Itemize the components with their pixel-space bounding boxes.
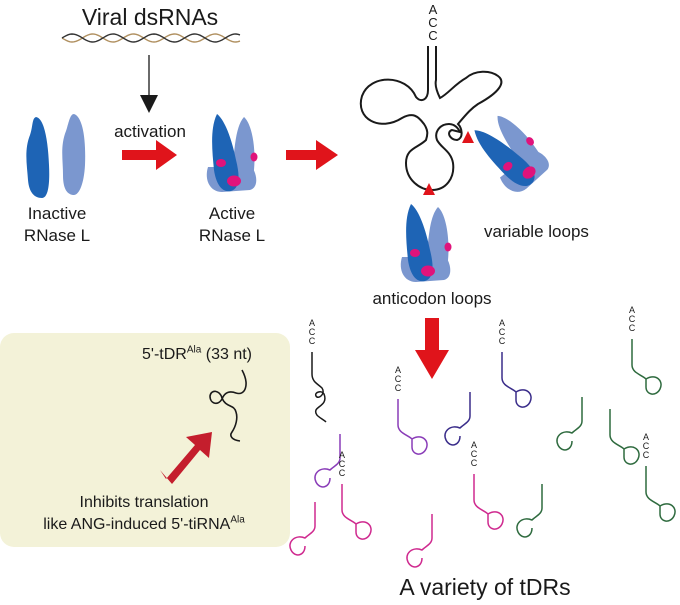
tdr-fragment-icon: ACC <box>471 440 504 530</box>
fragment-acc-letter: A <box>471 440 477 450</box>
fragment-acc-letter: C <box>643 441 650 451</box>
fragment-strand <box>556 397 583 451</box>
fragment-red-arrow <box>415 318 449 379</box>
fragment-acc-letter: A <box>339 450 345 460</box>
acc-letter: C <box>428 15 438 30</box>
active-label-line1: Active <box>208 204 256 223</box>
tdr-fragment-icon: ACC <box>309 318 327 423</box>
cleavage-red-arrow <box>286 140 338 170</box>
fragment-strand <box>501 352 532 408</box>
fragment-acc-letter: A <box>309 318 315 328</box>
tdr-fragment-icon <box>444 392 471 446</box>
anticodon-loops-label: anticodon loops <box>372 289 492 308</box>
fragment-strand <box>473 474 504 530</box>
inhibits-label-line1: Inhibits translation <box>79 494 209 511</box>
fragment-strand <box>289 502 316 556</box>
fragment-acc-letter: C <box>499 336 506 346</box>
acc-letter: A <box>428 2 438 17</box>
fragment-acc-letter: C <box>309 327 316 337</box>
fragment-strand <box>311 352 327 423</box>
tdr-fragment-icon: ACC <box>339 450 372 540</box>
tdr-fragment-icon: ACC <box>499 318 532 408</box>
tdr-fragment-icon <box>406 514 433 568</box>
inhibits-label-line2: like ANG-induced 5'-tiRNAAla <box>43 515 245 535</box>
rnase-l-variable-loop-icon <box>474 115 549 192</box>
fragment-strand <box>516 484 543 538</box>
fragment-strand <box>406 514 433 568</box>
fragment-strand <box>341 484 372 540</box>
fragment-strand <box>314 434 341 488</box>
inactive-label-line1: Inactive <box>27 204 87 223</box>
fragment-acc-letter: C <box>471 458 478 468</box>
tdr-name: 5'-tDR <box>142 346 187 363</box>
fragment-acc-letter: C <box>309 336 316 346</box>
fragment-acc-letter: C <box>395 374 402 384</box>
fragment-acc-letter: A <box>395 365 401 375</box>
activation-arrow <box>140 55 158 113</box>
fragment-strand <box>444 392 471 446</box>
tdr-fragment-icon <box>516 484 543 538</box>
activation-label: activation <box>114 122 186 141</box>
inhibits-prefix: like ANG-induced 5'-tiRNA <box>43 516 231 533</box>
fragment-acc-letter: C <box>629 314 636 324</box>
active-rnase-l-icon <box>206 114 258 192</box>
tdr-fragment-icon <box>314 434 341 488</box>
tdr-fragment-icon <box>556 397 583 451</box>
viral-dsrnas-label: Viral dsRNAs <box>81 4 219 30</box>
fragment-strand <box>645 466 676 522</box>
tdr-fragment-icon: ACC <box>629 305 662 395</box>
fragment-strand <box>631 339 662 395</box>
fragment-acc-letter: C <box>395 383 402 393</box>
double-helix-icon <box>61 33 241 43</box>
trna-cloverleaf-icon <box>359 46 503 192</box>
fragment-strand <box>397 399 428 455</box>
fragment-acc-letter: A <box>643 432 649 442</box>
fragment-acc-letter: C <box>629 323 636 333</box>
fragment-acc-letter: C <box>339 459 346 469</box>
fragment-strand <box>609 409 640 465</box>
tdr-fragment-icon <box>609 409 640 465</box>
variable-loops-label: variable loops <box>484 222 589 241</box>
fragment-acc-letter: C <box>643 450 650 460</box>
activation-red-arrow <box>122 140 177 170</box>
anticodon-cleavage-arrowhead <box>423 183 435 195</box>
acc-letter: C <box>428 28 438 43</box>
tdr-fragment-icon: ACC <box>643 432 676 522</box>
tdr-ala-label: 5'-tDRAla (33 nt) <box>142 345 252 365</box>
fragment-acc-letter: A <box>499 318 505 328</box>
fragment-acc-letter: C <box>499 327 506 337</box>
fragment-acc-letter: C <box>339 468 346 478</box>
fragment-acc-letter: A <box>629 305 635 315</box>
fragment-acc-letter: C <box>471 449 478 459</box>
inactive-label-line2: RNase L <box>23 226 91 245</box>
active-label-line2: RNase L <box>198 226 266 245</box>
rnase-l-anticodon-loop-icon <box>400 204 452 282</box>
inhibition-panel <box>0 333 290 547</box>
inactive-rnase-l-icon <box>26 114 86 198</box>
tdr-fragment-icon <box>289 502 316 556</box>
variable-cleavage-arrowhead <box>462 131 474 143</box>
tdr-sup: Ala <box>186 344 202 356</box>
inhibition-red-arrow <box>160 432 212 484</box>
variety-of-tdrs-label: A variety of tDRs <box>399 574 571 600</box>
tdr-fragment-icon: ACC <box>395 365 428 455</box>
tdr-ala-fragment-icon <box>209 369 247 442</box>
tdr-length: (33 nt) <box>205 346 252 363</box>
inhibits-sup: Ala <box>230 514 245 526</box>
